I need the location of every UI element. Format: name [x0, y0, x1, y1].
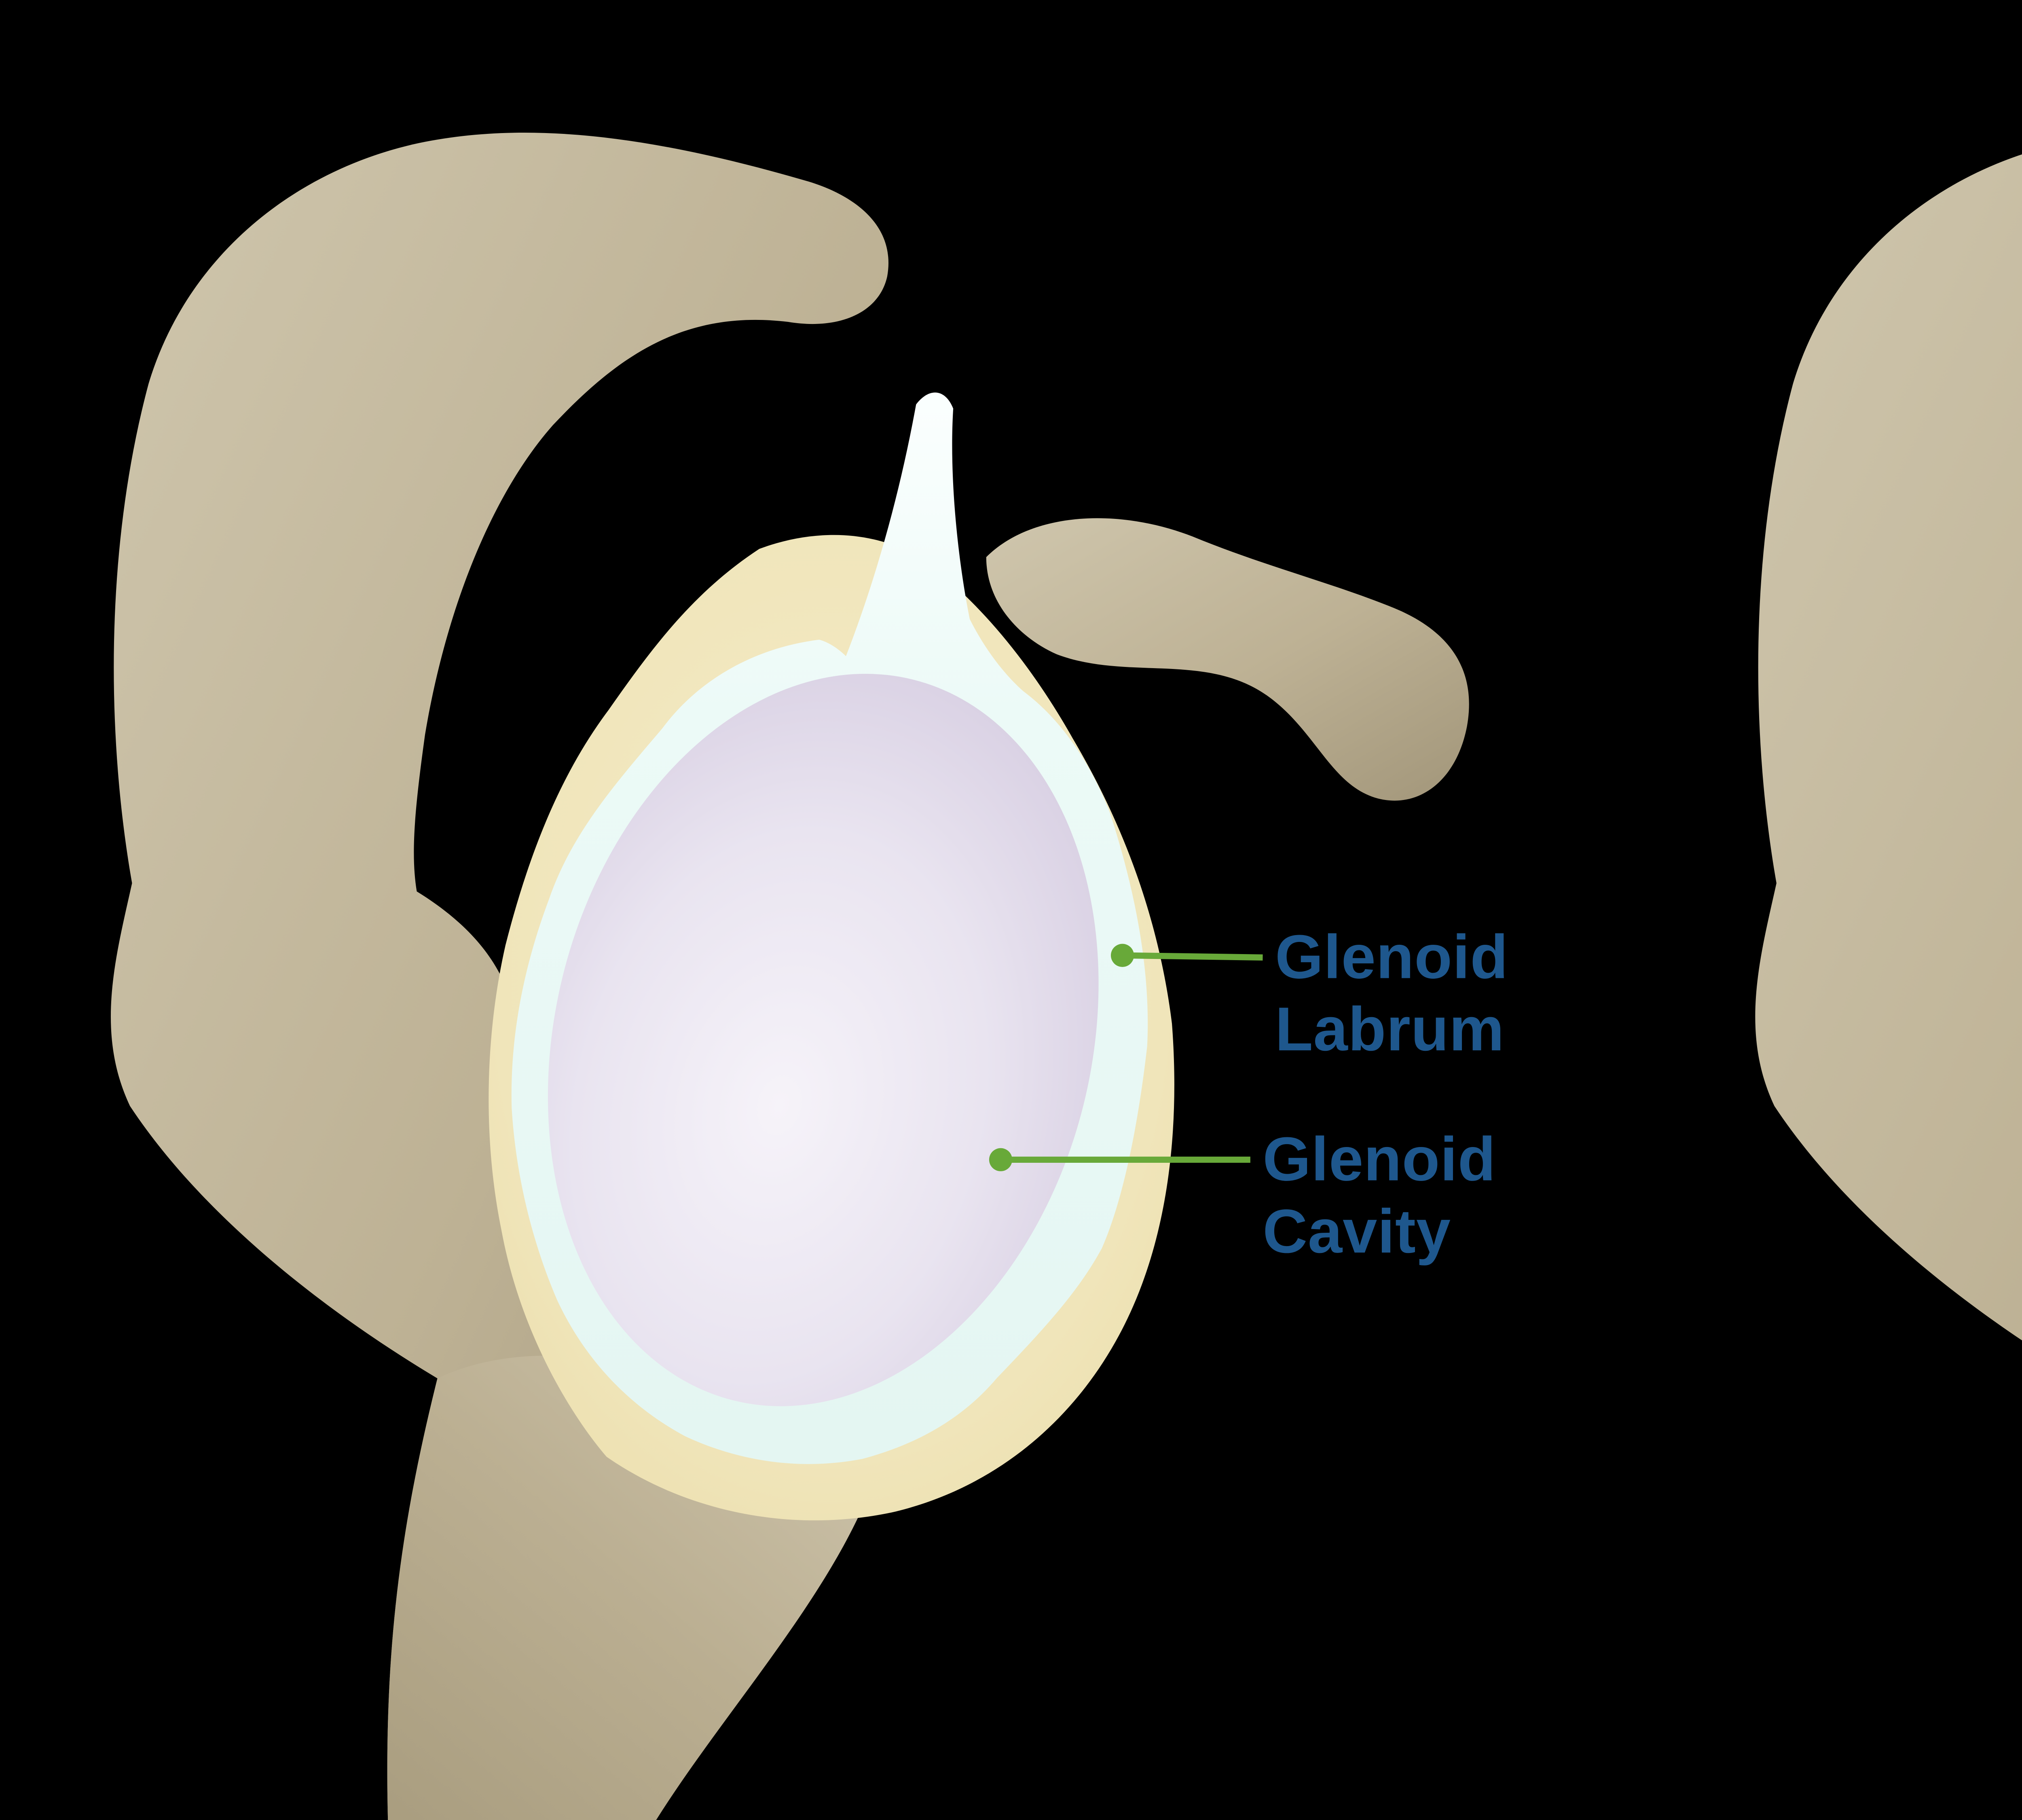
panel-normal-glenoid: Glenoid Labrum Glenoid Cavity: [110, 133, 1508, 1820]
normal-glenoid-illustration: [110, 133, 1469, 1820]
glenoid-cavity-marker-dot: [989, 1148, 1013, 1171]
panel-glenoid-lesions: Slap Lesion Bankart Lesion: [1618, 0, 2022, 1820]
glenoid-cavity-label-line2: Cavity: [1263, 1199, 1451, 1267]
lesion-glenoid-illustration: [1755, 154, 2022, 1341]
scapula-acromion-bone: [1755, 154, 2022, 1341]
glenoid-labrum-label-line1: Glenoid: [1275, 924, 1508, 993]
glenoid-cavity-label-line1: Glenoid: [1263, 1126, 1496, 1195]
glenoid-labrum-label: Glenoid Labrum: [1275, 923, 1508, 1067]
glenoid-labrum-marker-dot: [1110, 944, 1134, 967]
coracoid-bone: [986, 518, 1469, 801]
glenoid-labrum-leader-line: [1122, 952, 1263, 961]
glenoid-labrum-label-line2: Labrum: [1275, 997, 1505, 1065]
glenoid-cavity-surface: [548, 674, 1099, 1406]
glenoid-cavity-label: Glenoid Cavity: [1263, 1125, 1496, 1269]
